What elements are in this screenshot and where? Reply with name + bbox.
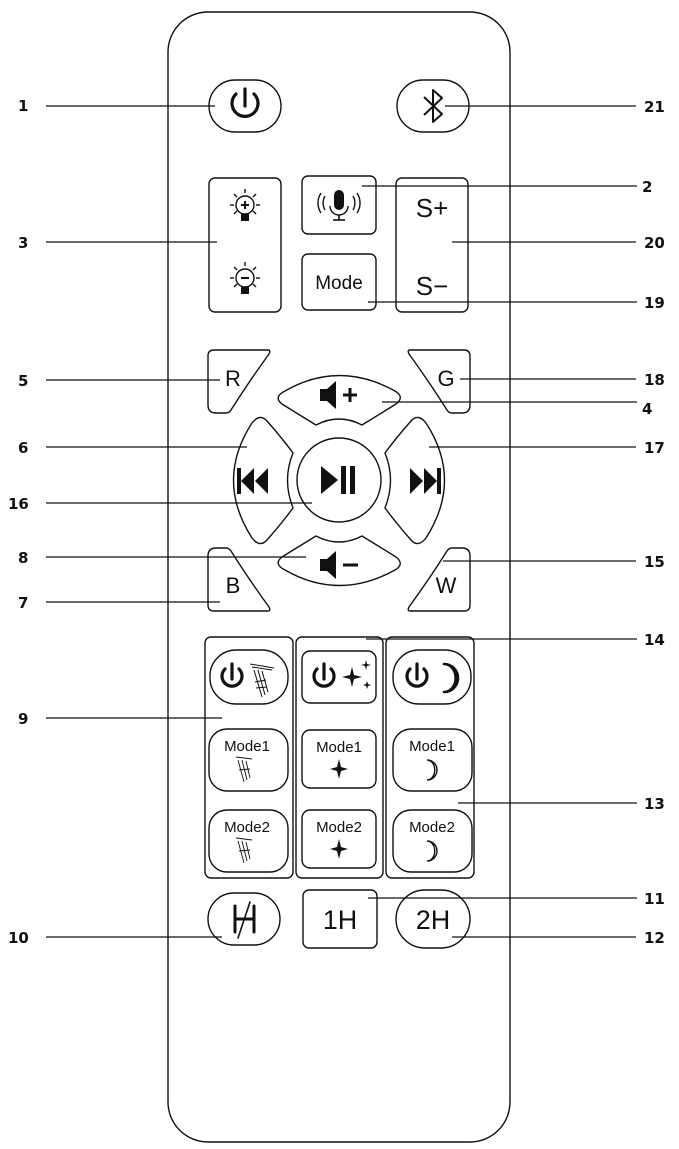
moon-icon xyxy=(426,759,438,781)
timer-2h-button[interactable]: 2H xyxy=(395,889,471,949)
blue-button[interactable]: B xyxy=(207,547,271,612)
callout-11: 11 xyxy=(644,890,665,908)
skip-back-icon xyxy=(237,468,268,494)
stars-mode2-label: Mode2 xyxy=(316,819,362,836)
callout-16: 16 xyxy=(8,495,29,513)
green-label: G xyxy=(437,366,454,391)
mode-label: Mode xyxy=(315,273,363,294)
timer-off-icon xyxy=(233,901,256,939)
waterfall-mode2-label: Mode2 xyxy=(224,819,270,836)
speed-group xyxy=(395,177,469,313)
callout-12: 12 xyxy=(644,929,665,947)
speaker-minus-icon xyxy=(320,551,358,579)
callout-17: 17 xyxy=(644,439,665,457)
callout-1: 1 xyxy=(18,97,28,115)
microphone-button[interactable] xyxy=(301,175,377,235)
moon-mode1-label: Mode1 xyxy=(409,738,455,755)
bulb-plus-icon xyxy=(230,189,260,221)
blue-label: B xyxy=(226,573,241,598)
red-button[interactable]: R xyxy=(207,349,271,414)
waterfall-icon xyxy=(235,837,253,864)
power-icon xyxy=(312,667,336,688)
waterfall-icon xyxy=(235,756,253,783)
callout-5: 5 xyxy=(18,372,28,390)
white-button[interactable]: W xyxy=(407,547,471,612)
brightness-group xyxy=(208,177,282,313)
callout-3: 3 xyxy=(18,234,28,252)
green-button[interactable]: G xyxy=(407,349,471,414)
stars-icon xyxy=(330,839,348,859)
callout-2: 2 xyxy=(642,178,652,196)
bulb-minus-icon xyxy=(230,262,260,294)
power-icon xyxy=(230,87,260,118)
power-icon xyxy=(220,667,244,688)
brightness-up-button[interactable] xyxy=(230,189,260,221)
moon-icon xyxy=(426,840,438,862)
moon-icon xyxy=(442,662,460,694)
skip-forward-icon xyxy=(410,468,441,494)
callout-14: 14 xyxy=(644,631,665,649)
volume-up-button[interactable] xyxy=(277,374,401,426)
stars-mode2-button[interactable]: Mode2 xyxy=(301,809,377,869)
callout-7: 7 xyxy=(18,594,28,612)
remote-body xyxy=(167,11,511,1143)
callout-19: 19 xyxy=(644,294,665,312)
timer-off-button[interactable] xyxy=(207,892,281,946)
waterfall-mode2-button[interactable]: Mode2 xyxy=(208,809,289,873)
white-label: W xyxy=(436,573,457,598)
power-icon xyxy=(405,667,429,688)
moon-mode1-button[interactable]: Mode1 xyxy=(392,728,473,792)
callout-8: 8 xyxy=(18,549,28,567)
callout-21: 21 xyxy=(644,98,665,116)
stars-icon xyxy=(342,660,371,689)
stars-mode1-label: Mode1 xyxy=(316,739,362,756)
waterfall-mode1-label: Mode1 xyxy=(224,738,270,755)
timer-1h-button[interactable]: 1H xyxy=(302,889,378,949)
bluetooth-button[interactable] xyxy=(396,79,470,133)
speed-up-button[interactable]: S+ xyxy=(416,193,449,223)
next-button[interactable] xyxy=(384,416,446,545)
volume-down-button[interactable] xyxy=(277,535,401,587)
play-pause-icon xyxy=(321,466,355,494)
moon-mode2-button[interactable]: Mode2 xyxy=(392,809,473,873)
moon-mode2-label: Mode2 xyxy=(409,819,455,836)
callout-13: 13 xyxy=(644,795,665,813)
play-pause-button[interactable] xyxy=(296,437,382,523)
brightness-down-button[interactable] xyxy=(230,262,260,294)
callout-10: 10 xyxy=(8,929,29,947)
stars-icon xyxy=(330,759,348,779)
mode-groups xyxy=(204,636,475,879)
callout-6: 6 xyxy=(18,439,28,457)
speaker-plus-icon xyxy=(320,381,357,409)
waterfall-mode1-button[interactable]: Mode1 xyxy=(208,728,289,792)
moon-power-button[interactable] xyxy=(392,649,472,705)
power-button[interactable] xyxy=(208,79,282,133)
callout-18: 18 xyxy=(644,371,665,389)
speed-down-button[interactable]: S− xyxy=(416,271,449,301)
stars-mode1-button[interactable]: Mode1 xyxy=(301,729,377,789)
leader-lines xyxy=(46,105,637,938)
mode-button[interactable]: Mode xyxy=(301,253,377,311)
callout-4: 4 xyxy=(642,400,652,418)
bluetooth-icon xyxy=(423,89,443,123)
microphone-icon xyxy=(317,190,361,221)
timer-1h-label: 1H xyxy=(323,905,358,935)
red-label: R xyxy=(225,366,241,391)
previous-button[interactable] xyxy=(232,416,294,545)
callout-20: 20 xyxy=(644,234,665,252)
waterfall-icon xyxy=(249,663,275,698)
timer-2h-label: 2H xyxy=(416,905,451,935)
callout-15: 15 xyxy=(644,553,665,571)
callout-9: 9 xyxy=(18,710,28,728)
waterfall-power-button[interactable] xyxy=(209,649,289,705)
stars-power-button[interactable] xyxy=(301,650,377,704)
